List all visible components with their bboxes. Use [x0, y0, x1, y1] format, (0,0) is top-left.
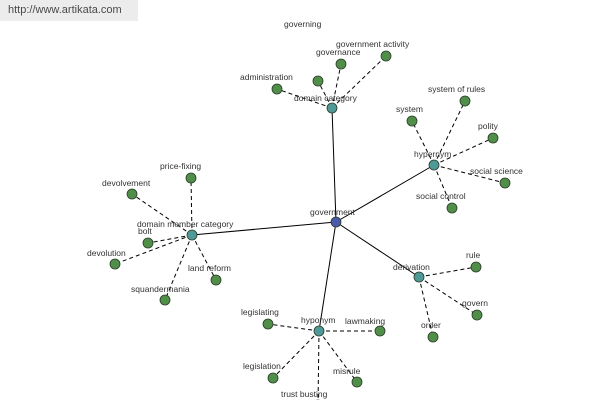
- node-domain-category[interactable]: [326, 102, 338, 114]
- label-center: government: [310, 207, 356, 217]
- edge-system: [411, 120, 435, 166]
- label-domain-category: domain category: [294, 93, 358, 103]
- node-center[interactable]: [330, 216, 342, 228]
- label-hypernym-top: hypernym: [414, 149, 451, 159]
- edge-polity: [433, 137, 494, 166]
- edge-squandermania: [164, 234, 193, 301]
- edge-administration: [276, 88, 333, 109]
- label-land-reform: land reform: [188, 263, 231, 273]
- node-land-reform[interactable]: [210, 274, 222, 286]
- edge-governing: [317, 80, 333, 109]
- label-govern: govern: [462, 298, 488, 308]
- label-social-science: social science: [470, 166, 523, 176]
- label-lawmaking: lawmaking: [345, 316, 385, 326]
- edge-system-of-rules: [433, 100, 466, 166]
- label-social-control: social control: [416, 191, 466, 201]
- node-system[interactable]: [406, 115, 418, 127]
- edge-devolution: [114, 234, 193, 265]
- node-social-control[interactable]: [446, 202, 458, 214]
- node-price-fixing[interactable]: [185, 172, 197, 184]
- edge-govern: [418, 276, 478, 316]
- label-government-activity: government activity: [336, 39, 410, 49]
- edge-legislating: [267, 323, 320, 332]
- node-derivation[interactable]: [413, 271, 425, 283]
- node-rule[interactable]: [470, 261, 482, 273]
- node-polity[interactable]: [487, 132, 499, 144]
- label-legislating: legislating: [241, 307, 279, 317]
- label-system-of-rules: system of rules: [428, 84, 485, 94]
- label-governance: governance: [316, 47, 361, 57]
- edge-price-fixing: [190, 177, 193, 236]
- edge-derivation: [335, 221, 420, 278]
- label-derivation: derivation: [393, 262, 430, 272]
- watermark-url: http://www.artikata.com: [0, 0, 138, 21]
- node-squandermania[interactable]: [159, 294, 171, 306]
- node-administration[interactable]: [271, 83, 283, 95]
- label-trust-busting: trust busting: [281, 389, 328, 399]
- label-system: system: [396, 104, 423, 114]
- edge-legislation: [272, 330, 320, 379]
- node-govern[interactable]: [471, 309, 483, 321]
- node-legislating[interactable]: [262, 318, 274, 330]
- label-governing: governing: [284, 19, 322, 29]
- label-squandermania: squandermania: [131, 284, 190, 294]
- edge-trust-busting: [317, 330, 320, 400]
- label-devolvement: devolvement: [102, 178, 151, 188]
- node-legislation[interactable]: [267, 372, 279, 384]
- node-lawmaking[interactable]: [374, 325, 386, 337]
- node-hyponym[interactable]: [313, 325, 325, 337]
- edge-social-science: [433, 164, 506, 184]
- label-rule: rule: [466, 250, 480, 260]
- edge-devolvement: [131, 193, 193, 236]
- label-price-fixing: price-fixing: [160, 161, 201, 171]
- node-devolvement[interactable]: [126, 188, 138, 200]
- edge-land-reform: [191, 234, 217, 281]
- node-government-activity[interactable]: [380, 50, 392, 62]
- edge-hyponym: [318, 221, 337, 332]
- label-order: order: [421, 320, 441, 330]
- edge-bolt: [147, 234, 193, 244]
- node-bolt[interactable]: [142, 237, 154, 249]
- label-administration: administration: [240, 72, 293, 82]
- edge-misrule: [318, 330, 358, 383]
- label-misrule: misrule: [333, 366, 361, 376]
- node-misrule[interactable]: [351, 376, 363, 388]
- label-domain-member-category: domain member category: [137, 219, 234, 229]
- edge-order: [418, 276, 434, 338]
- edge-domain-category: [331, 107, 337, 223]
- label-bolt: bolt: [138, 226, 152, 236]
- edge-hypernym-top: [335, 164, 435, 223]
- node-domain-member-category[interactable]: [186, 229, 198, 241]
- label-legislation: legislation: [243, 361, 281, 371]
- node-governing[interactable]: [312, 75, 324, 87]
- edge-governance: [331, 63, 342, 109]
- edge-social-control: [433, 164, 453, 209]
- label-polity: polity: [478, 121, 499, 131]
- label-devolution: devolution: [87, 248, 126, 258]
- edge-government-activity: [331, 55, 387, 109]
- edge-domain-member-category: [191, 221, 337, 236]
- edges-layer: [114, 55, 506, 400]
- node-system-of-rules[interactable]: [459, 95, 471, 107]
- nodes-layer: [109, 50, 511, 400]
- label-hyponym: hyponym: [301, 315, 336, 325]
- edge-rule: [418, 266, 477, 278]
- node-devolution[interactable]: [109, 258, 121, 270]
- node-order[interactable]: [427, 331, 439, 343]
- node-hypernym-top[interactable]: [428, 159, 440, 171]
- node-governance[interactable]: [335, 58, 347, 70]
- node-social-science[interactable]: [499, 177, 511, 189]
